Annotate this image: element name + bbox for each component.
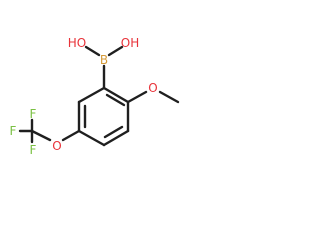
bond-c5-ether-oxygen [61,129,81,142]
fluorine-top-label: F [30,107,37,121]
fluorine-bottom-label: F [30,143,37,157]
hydroxyl-right-label: OH [121,36,139,50]
structure-canvas: B HO OH O O F F F [9,36,180,157]
ring-bond-c3-c4 [102,129,130,147]
bonds [18,45,180,147]
bond-c2-methoxy-oxygen [126,90,148,104]
ring-bond-c6-c1 [77,86,106,104]
ring-double-bond-inner-1 [105,93,126,107]
boron-atom-label: B [100,53,108,67]
methoxy-oxygen-label: O [148,81,157,95]
bond-boron-oh [107,45,124,57]
fluorine-left-label: F [10,124,17,138]
ring-bond-c4-c5 [77,129,106,147]
bond-boron-ho [84,45,101,57]
ether-oxygen-label: O [52,139,61,153]
molecule-structure: B HO OH O O F F F [10,36,180,157]
ring-bond-c1-c2 [102,86,130,104]
atom-labels: B HO OH O O F F F [10,36,158,157]
hydroxyl-left-label: HO [68,36,86,50]
bond-ether-oxygen-cf3 [30,129,52,142]
bond-methoxy-methyl [158,90,180,104]
ring-double-bond-inner-2 [103,125,124,139]
